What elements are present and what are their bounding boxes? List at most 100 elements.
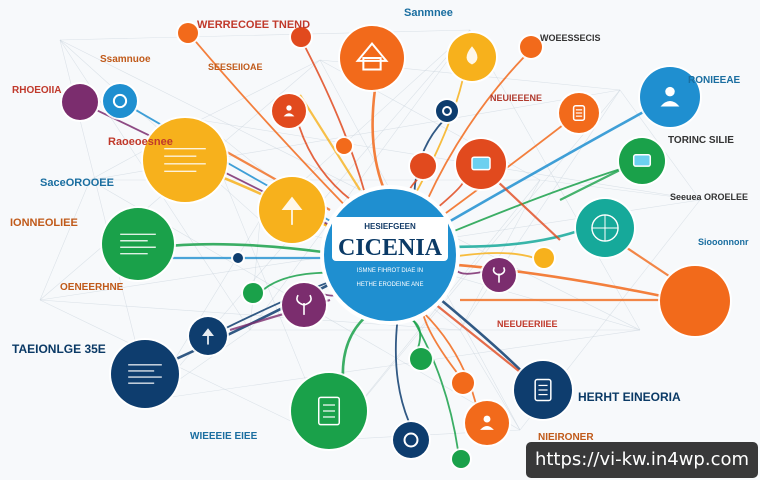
network-node xyxy=(109,338,181,410)
node-circle xyxy=(660,266,730,336)
network-node xyxy=(450,370,476,396)
network-node xyxy=(532,246,556,270)
hub-caption: ISMNE FIHROT DIAE IN xyxy=(356,268,424,274)
house-body xyxy=(362,57,382,71)
node-circle xyxy=(410,153,436,179)
screen-icon xyxy=(632,154,652,167)
node-circle xyxy=(465,401,509,445)
connector-line xyxy=(436,181,465,210)
background-connection xyxy=(459,329,521,431)
node-label: Raoeoesnee xyxy=(108,136,173,148)
node-circle xyxy=(452,372,474,394)
network-node xyxy=(257,175,327,245)
network-node xyxy=(391,420,431,460)
node-circle xyxy=(272,94,306,128)
network-node xyxy=(450,448,472,470)
node-circle xyxy=(102,208,174,280)
connector-line xyxy=(194,39,347,207)
node-label: NEEUEERIIEE xyxy=(497,319,558,329)
network-node xyxy=(408,346,434,372)
network-node xyxy=(270,92,308,130)
person-icon xyxy=(286,105,292,111)
person-body xyxy=(660,101,680,107)
hub-caption-secondary: HETHE ERODEINE ANE xyxy=(356,282,424,288)
connector-line xyxy=(173,242,325,254)
ring-icon xyxy=(403,432,419,448)
network-node xyxy=(289,371,369,451)
connector-line xyxy=(455,252,535,259)
network-node xyxy=(241,281,265,305)
node-label: NIEIRONER xyxy=(538,432,594,443)
plant-icon xyxy=(296,294,312,315)
node-circle xyxy=(393,422,429,458)
node-circle xyxy=(62,84,98,120)
network-node xyxy=(658,264,732,338)
node-label: OENEERHNE xyxy=(60,282,124,293)
connector-line xyxy=(341,315,367,376)
connector-line xyxy=(371,89,386,190)
network-node xyxy=(454,137,508,191)
node-label: SaceOROOEE xyxy=(40,177,114,189)
node-label: WOEESSECIS xyxy=(540,33,601,43)
ring-icon xyxy=(112,93,128,109)
background-connection xyxy=(199,59,321,121)
node-circle xyxy=(336,138,352,154)
network-node xyxy=(446,31,498,83)
network-node xyxy=(60,82,100,122)
url-watermark: https://vi-kw.in4wp.com xyxy=(526,442,758,478)
background-connection xyxy=(329,89,621,441)
network-node xyxy=(480,256,518,294)
background-connection xyxy=(59,29,471,41)
connector-line xyxy=(451,168,621,233)
node-circle xyxy=(291,27,311,47)
background-connection xyxy=(39,179,91,301)
node-label: TORINC SILIE xyxy=(668,135,734,146)
background-connection xyxy=(469,29,641,331)
network-node xyxy=(512,359,574,421)
node-label: SEESEIIOAE xyxy=(208,62,263,72)
connector-line xyxy=(446,110,645,224)
node-circle xyxy=(243,283,263,303)
hub-subtitle: HESIEFGEEN xyxy=(364,222,416,231)
plant-icon xyxy=(492,266,506,283)
node-label: Ssamnuoe xyxy=(100,54,151,65)
connector-line xyxy=(442,124,564,217)
network-node xyxy=(334,136,354,156)
network-node xyxy=(101,82,139,120)
background-connection xyxy=(459,179,541,331)
network-node xyxy=(617,136,667,186)
network-node xyxy=(176,21,200,45)
node-circle xyxy=(410,348,432,370)
background-connection xyxy=(59,39,641,331)
node-label: HERHT EINEORIA xyxy=(578,390,681,404)
background-connection xyxy=(149,329,641,401)
connector-line xyxy=(262,271,327,292)
node-circle xyxy=(178,23,198,43)
node-circle xyxy=(436,100,458,122)
document-icon xyxy=(572,105,586,121)
drop-icon xyxy=(466,46,478,65)
connector-line xyxy=(303,45,366,195)
network-node xyxy=(231,251,245,265)
ring-icon xyxy=(442,106,452,116)
connector-line xyxy=(410,316,459,451)
person-body xyxy=(283,113,295,117)
network-node xyxy=(463,399,511,447)
network-node xyxy=(141,116,229,204)
network-node xyxy=(408,151,438,181)
house-icon xyxy=(355,42,389,62)
network-node xyxy=(187,315,229,357)
document-icon xyxy=(534,378,552,402)
node-circle xyxy=(233,253,243,263)
person-icon xyxy=(483,415,491,423)
node-circle xyxy=(534,248,554,268)
node-label: IONNEOLIEE xyxy=(10,217,78,229)
node-circle xyxy=(143,118,227,202)
node-circle xyxy=(452,450,470,468)
node-circle xyxy=(640,67,700,127)
connector-line xyxy=(426,55,526,201)
node-circle xyxy=(520,36,542,58)
connector-line xyxy=(438,297,523,372)
network-node xyxy=(518,34,544,60)
